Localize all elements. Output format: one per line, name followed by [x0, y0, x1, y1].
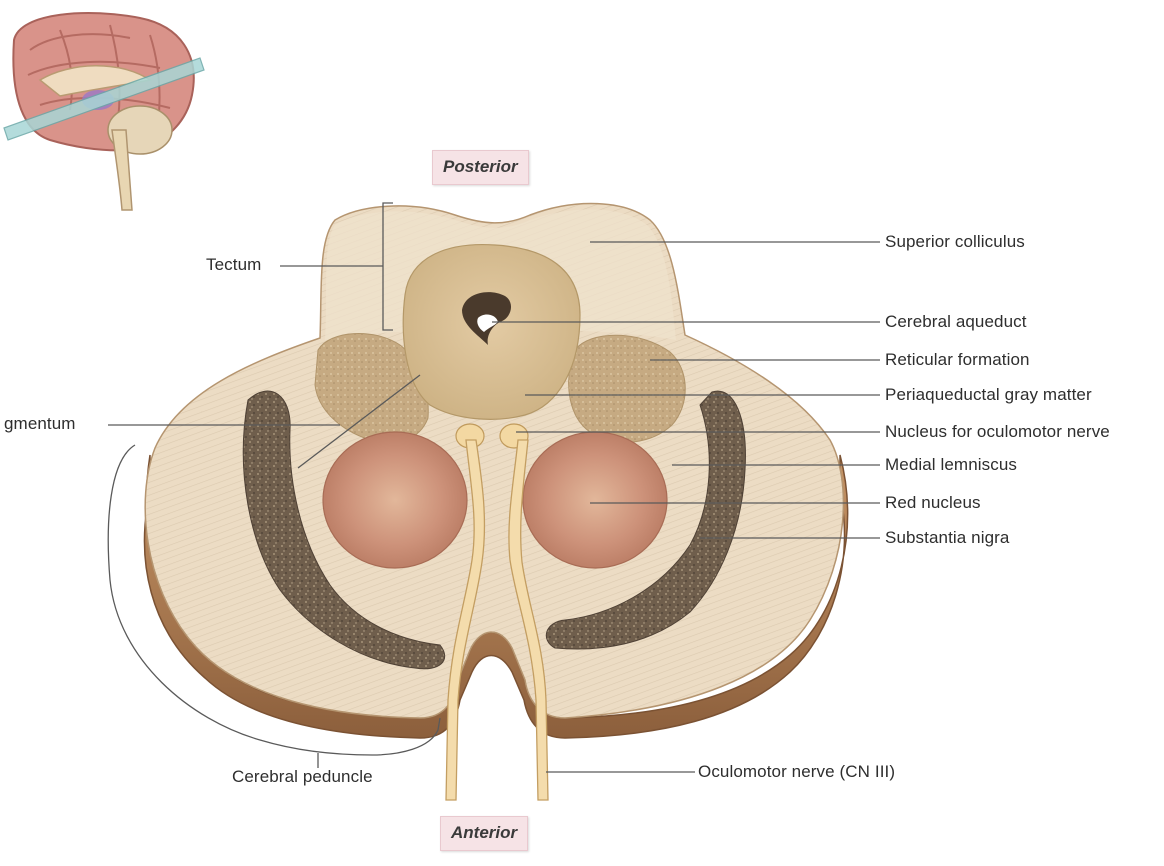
label-cerebral-aqueduct: Cerebral aqueduct — [885, 312, 1027, 331]
sagittal-brain-icon — [3, 12, 205, 211]
label-periaqueductal-gray: Periaqueductal gray matter — [885, 385, 1092, 404]
label-tegmentum: gmentum — [4, 414, 76, 433]
label-oculomotor-nerve: Oculomotor nerve (CN III) — [698, 762, 896, 781]
posterior-tag: Posterior — [432, 150, 529, 185]
label-superior-colliculus: Superior colliculus — [885, 232, 1025, 251]
label-red-nucleus: Red nucleus — [885, 493, 981, 512]
cerebral-peduncle-bracket — [107, 444, 441, 756]
label-reticular-formation: Reticular formation — [885, 350, 1030, 369]
label-tectum: Tectum — [206, 255, 262, 274]
label-cerebral-peduncle: Cerebral peduncle — [232, 767, 373, 786]
label-oculomotor-nucleus: Nucleus for oculomotor nerve — [885, 422, 1110, 441]
label-substantia-nigra: Substantia nigra — [885, 528, 1010, 547]
label-medial-lemniscus: Medial lemniscus — [885, 455, 1017, 474]
anterior-tag: Anterior — [440, 816, 529, 851]
